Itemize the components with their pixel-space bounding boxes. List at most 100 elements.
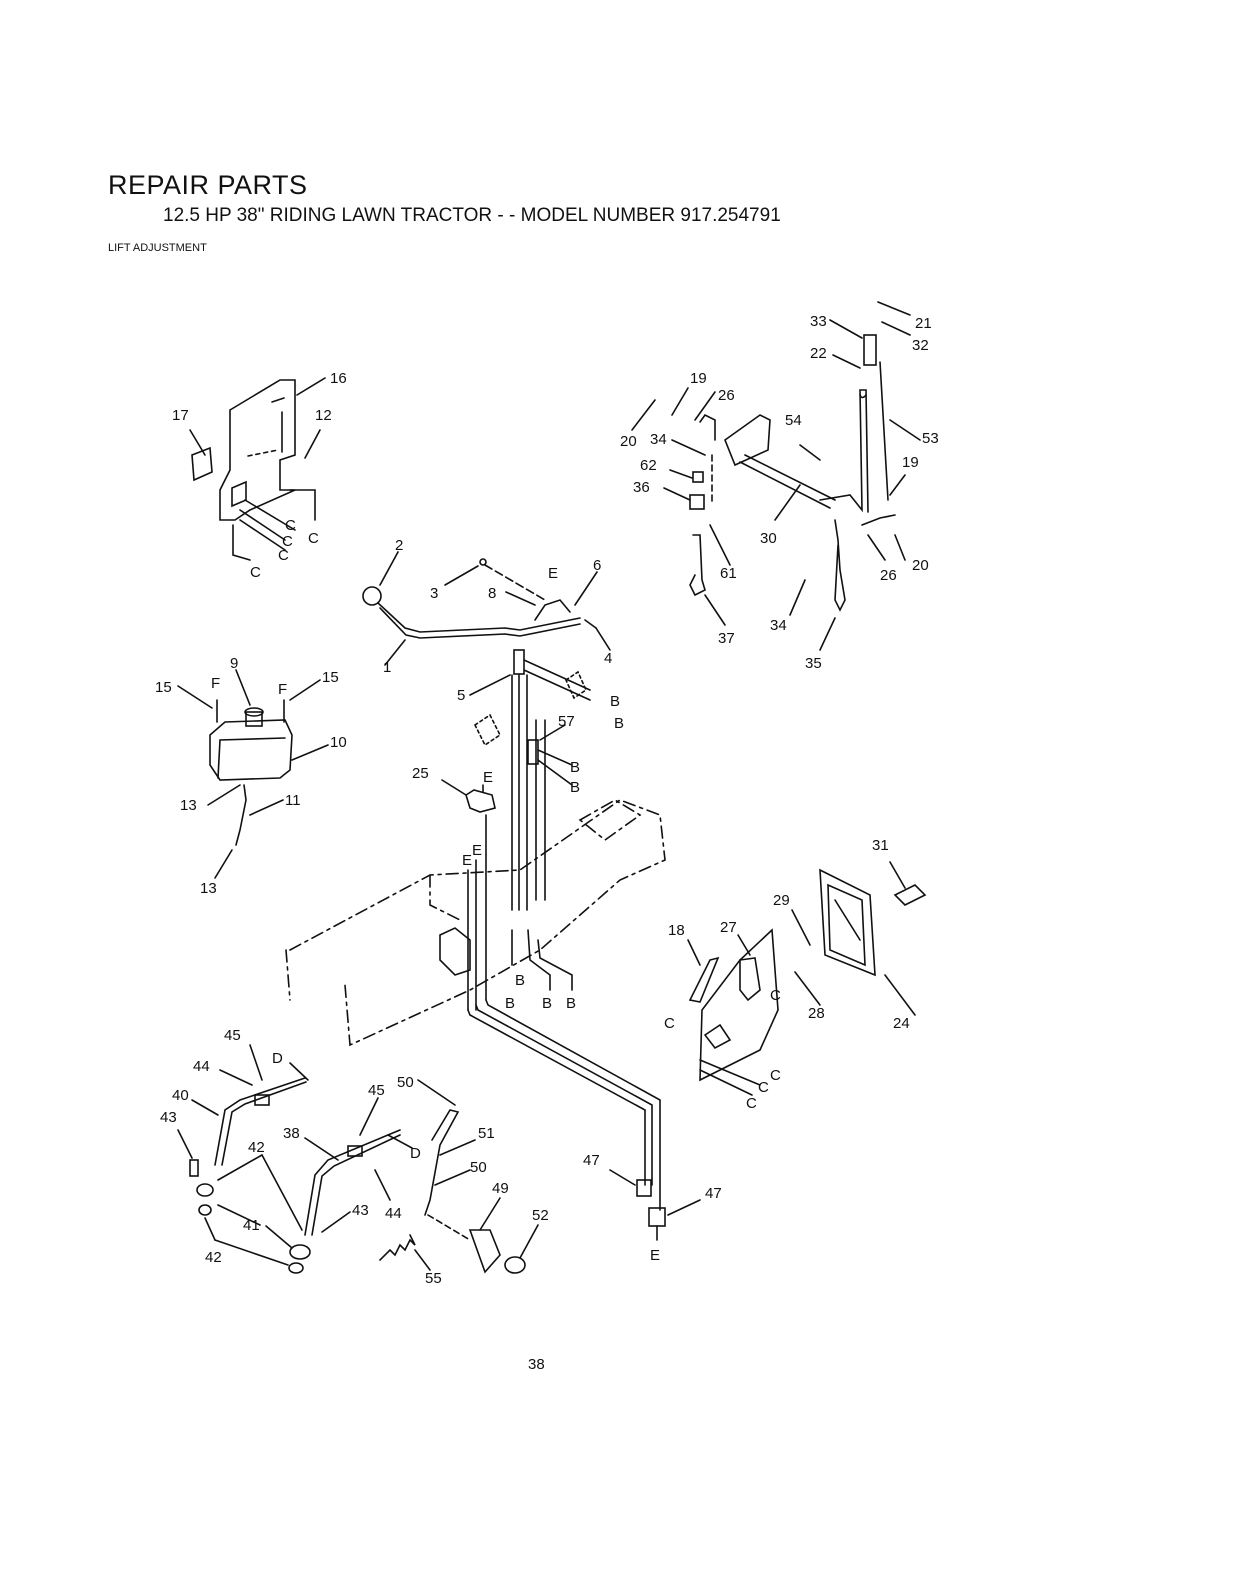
callout-36: 36 <box>633 479 650 496</box>
ref-letter-c: C <box>770 987 781 1004</box>
callout-29: 29 <box>773 892 790 909</box>
callout-27: 27 <box>720 919 737 936</box>
ref-letter-c: C <box>250 564 261 581</box>
callout-43-right: 43 <box>352 1202 369 1219</box>
ref-letter-b: B <box>505 995 515 1012</box>
callout-17: 17 <box>172 407 189 424</box>
ref-letter-f: F <box>278 681 287 698</box>
lift-shaft-part <box>689 334 896 612</box>
lift-lever-part <box>362 558 597 639</box>
callout-15-left: 15 <box>155 679 172 696</box>
lift-rods-part <box>473 649 591 911</box>
frame-part <box>285 799 666 1047</box>
callout-38: 38 <box>283 1125 300 1142</box>
callout-41: 41 <box>243 1217 260 1234</box>
callout-52: 52 <box>532 1207 549 1224</box>
callout-54: 54 <box>785 412 802 429</box>
ref-letter-d: D <box>272 1050 283 1067</box>
callout-43-left: 43 <box>160 1109 177 1126</box>
callout-25: 25 <box>412 765 429 782</box>
callout-26-right: 26 <box>880 567 897 584</box>
callout-47-right: 47 <box>705 1185 722 1202</box>
ref-letter-c: C <box>308 530 319 547</box>
callout-12: 12 <box>315 407 332 424</box>
lower-rods-part <box>467 999 666 1241</box>
deck-lift-arms-part <box>189 1077 401 1274</box>
callout-3: 3 <box>430 585 438 602</box>
callout-44-left: 44 <box>193 1058 210 1075</box>
callout-44-right: 44 <box>385 1205 402 1222</box>
callout-50-mid: 50 <box>470 1159 487 1176</box>
callout-47-left: 47 <box>583 1152 600 1169</box>
diagram-linework <box>177 301 927 1274</box>
leader-16 <box>296 377 326 396</box>
section-label: LIFT ADJUSTMENT <box>108 242 207 254</box>
callout-10: 10 <box>330 734 347 751</box>
ref-letter-e: E <box>650 1247 660 1264</box>
callout-31: 31 <box>872 837 889 854</box>
callout-55: 55 <box>425 1270 442 1287</box>
page-number: 38 <box>528 1356 545 1373</box>
callout-20-right: 20 <box>912 557 929 574</box>
callout-40: 40 <box>172 1087 189 1104</box>
ref-letter-c: C <box>285 517 296 534</box>
callout-16: 16 <box>330 370 347 387</box>
ref-letter-b: B <box>566 995 576 1012</box>
leader-17 <box>189 429 206 456</box>
ref-letter-c: C <box>746 1095 757 1112</box>
lower-bracket-part <box>688 928 779 1096</box>
page-title: REPAIR PARTS <box>108 170 308 200</box>
callout-13-upper: 13 <box>180 797 197 814</box>
callout-45-right: 45 <box>368 1082 385 1099</box>
callout-62: 62 <box>640 457 657 474</box>
ref-letter-b: B <box>610 693 620 710</box>
callout-11: 11 <box>285 792 301 809</box>
callout-30: 30 <box>760 530 777 547</box>
ref-letter-e: E <box>472 842 482 859</box>
callout-2: 2 <box>395 537 403 554</box>
ref-letter-e: E <box>483 769 493 786</box>
callout-26-top: 26 <box>718 387 735 404</box>
callout-49: 49 <box>492 1180 509 1197</box>
callout-19-right: 19 <box>902 454 919 471</box>
callout-20-left: 20 <box>620 433 637 450</box>
callout-21: 21 <box>915 315 932 332</box>
callout-50-top: 50 <box>397 1074 414 1091</box>
callout-9: 9 <box>230 655 238 672</box>
callout-61: 61 <box>720 565 737 582</box>
callout-6: 6 <box>593 557 601 574</box>
callout-numbers: 1 2 3 4 5 6 8 9 10 11 12 13 13 15 15 16 … <box>155 313 939 1287</box>
callout-32: 32 <box>912 337 929 354</box>
callout-8: 8 <box>488 585 496 602</box>
callout-51: 51 <box>478 1125 495 1142</box>
callout-18: 18 <box>668 922 685 939</box>
ref-letter-c: C <box>278 547 289 564</box>
ref-letter-b: B <box>570 759 580 776</box>
callout-28: 28 <box>808 1005 825 1022</box>
leader-12 <box>304 429 321 459</box>
callout-37: 37 <box>718 630 735 647</box>
callout-34-lower: 34 <box>770 617 787 634</box>
ref-letter-f: F <box>211 675 220 692</box>
page-subtitle: 12.5 HP 38" RIDING LAWN TRACTOR - - MODE… <box>163 205 781 226</box>
callout-15-right: 15 <box>322 669 339 686</box>
callout-53: 53 <box>922 430 939 447</box>
callout-24: 24 <box>893 1015 910 1032</box>
callout-42-upper: 42 <box>248 1139 265 1156</box>
ref-letter-b: B <box>542 995 552 1012</box>
callout-4: 4 <box>604 650 612 667</box>
ref-letter-e: E <box>462 852 472 869</box>
callout-45-left: 45 <box>224 1027 241 1044</box>
callout-13-lower: 13 <box>200 880 217 897</box>
fuel-tank-part <box>209 699 293 846</box>
lift-link-part <box>379 1109 526 1274</box>
callout-42-lower: 42 <box>205 1249 222 1266</box>
callout-22: 22 <box>810 345 827 362</box>
ref-letter-b: B <box>570 779 580 796</box>
callout-33: 33 <box>810 313 827 330</box>
ref-letter-c: C <box>770 1067 781 1084</box>
callout-1: 1 <box>383 659 391 676</box>
ref-letter-c: C <box>282 533 293 550</box>
side-bracket-part <box>191 379 296 551</box>
